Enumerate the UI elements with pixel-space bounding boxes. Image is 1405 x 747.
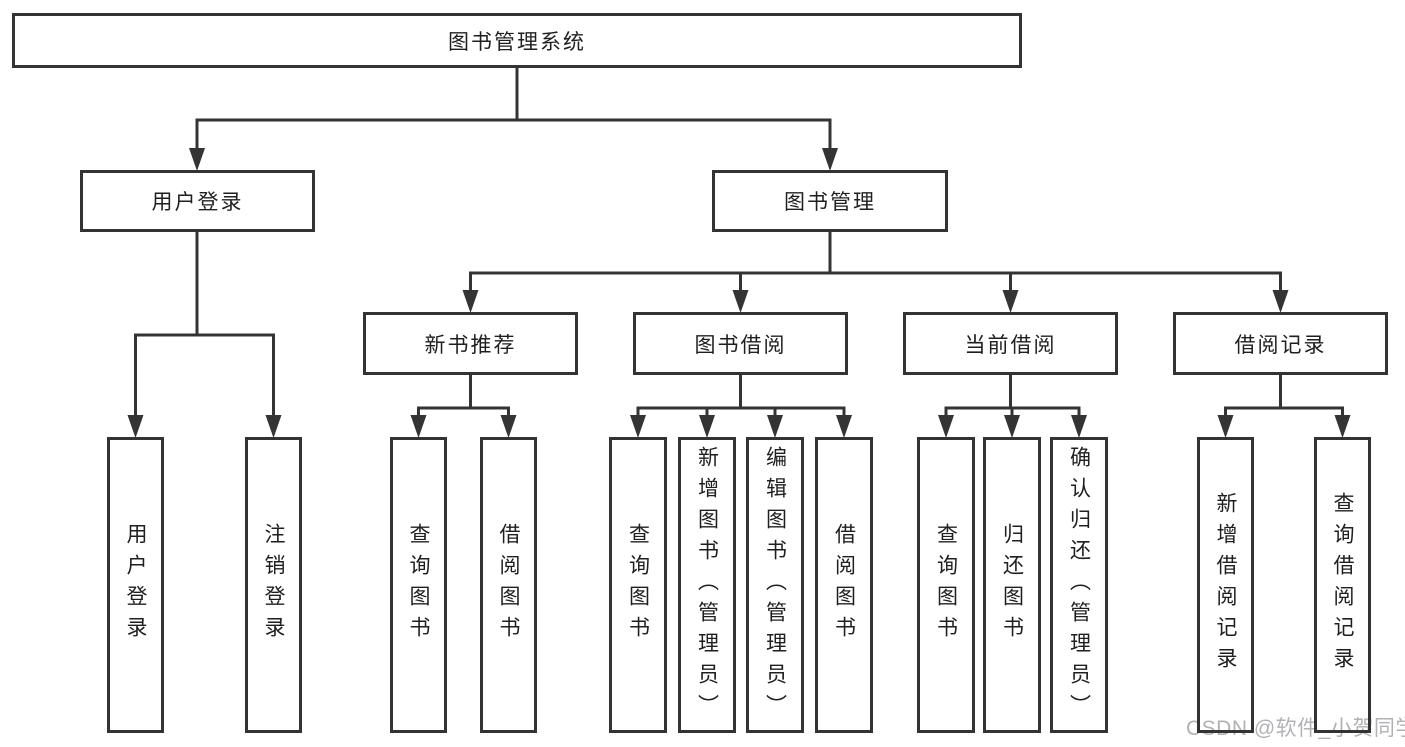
leaf-query-books-recommend: 查询图书 xyxy=(390,437,447,733)
leaf-confirm-return-admin-label: 确认归还（管理员） xyxy=(1067,445,1091,725)
leaf-return-book-label: 归还图书 xyxy=(1000,523,1024,647)
leaf-query-books-recommend-label: 查询图书 xyxy=(407,523,430,647)
connector-book-borrowing-branch xyxy=(630,375,852,438)
connector-root-to-level2 xyxy=(189,68,838,171)
leaf-user-login-label: 用户登录 xyxy=(124,523,147,647)
connector-new-book-recommendation-branch xyxy=(410,375,517,438)
leaf-edit-book-admin-label: 编辑图书（管理员） xyxy=(763,445,787,725)
node-user-login: 用户登录 xyxy=(80,170,315,232)
node-book-borrowing: 图书借阅 xyxy=(633,312,848,375)
leaf-add-borrow-record: 新增借阅记录 xyxy=(1197,437,1254,733)
leaf-query-borrow-record-label: 查询借阅记录 xyxy=(1331,492,1354,678)
node-new-book-recommendation: 新书推荐 xyxy=(363,312,578,375)
connector-current-borrowing-branch xyxy=(938,375,1087,438)
leaf-borrow-books-borrowing-label: 借阅图书 xyxy=(832,523,856,647)
leaf-logout-login: 注销登录 xyxy=(245,437,302,733)
leaf-user-login: 用户登录 xyxy=(107,437,164,733)
leaf-borrow-books-borrowing: 借阅图书 xyxy=(815,437,873,733)
leaf-edit-book-admin: 编辑图书（管理员） xyxy=(746,437,804,733)
leaf-add-book-admin: 新增图书（管理员） xyxy=(678,437,736,733)
connector-user-login-branch xyxy=(127,232,282,438)
leaf-query-books-borrowing: 查询图书 xyxy=(609,437,667,733)
leaf-add-book-admin-label: 新增图书（管理员） xyxy=(695,445,719,725)
leaf-query-books-current-label: 查询图书 xyxy=(934,523,958,647)
node-root-system: 图书管理系统 xyxy=(12,13,1022,68)
node-borrowing-records: 借阅记录 xyxy=(1173,312,1388,375)
leaf-add-borrow-record-label: 新增借阅记录 xyxy=(1214,492,1237,678)
node-book-management: 图书管理 xyxy=(712,170,948,232)
node-current-borrowing: 当前借阅 xyxy=(903,312,1118,375)
leaf-borrow-books-recommend: 借阅图书 xyxy=(480,437,537,733)
csdn-watermark: CSDN @软件_小贺同学 xyxy=(1186,717,1405,740)
leaf-return-book: 归还图书 xyxy=(983,437,1041,733)
leaf-borrow-books-recommend-label: 借阅图书 xyxy=(497,523,520,647)
leaf-confirm-return-admin: 确认归还（管理员） xyxy=(1050,437,1108,733)
leaf-query-books-current: 查询图书 xyxy=(917,437,975,733)
leaf-logout-login-label: 注销登录 xyxy=(262,523,285,647)
leaf-query-borrow-record: 查询借阅记录 xyxy=(1314,437,1371,733)
leaf-query-books-borrowing-label: 查询图书 xyxy=(626,523,650,647)
connector-book-management-branch xyxy=(462,232,1289,313)
connector-borrowing-records-branch xyxy=(1217,375,1351,438)
